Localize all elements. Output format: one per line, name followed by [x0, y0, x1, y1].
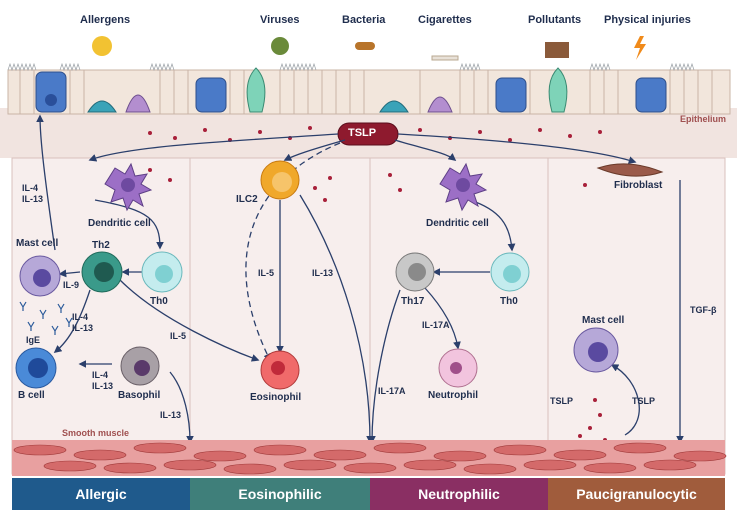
trigger-allergens: Allergens [80, 14, 131, 26]
label-ige: IgE [26, 335, 41, 345]
band-neutrophilic-label: Neutrophilic [418, 486, 500, 502]
smooth-muscle-label: Smooth muscle [62, 428, 130, 438]
epithelial-layer [7, 62, 731, 115]
cells [15, 160, 664, 390]
label-dendritic-cell-1: Dendritic cell [88, 218, 151, 229]
label-mast-cell-1: Mast cell [16, 238, 59, 249]
label-il17a-b: IL-17A [378, 386, 406, 396]
band-neutrophilic: Neutrophilic [370, 478, 548, 510]
label-neutrophil: Neutrophil [428, 390, 478, 401]
label-fibroblast: Fibroblast [614, 180, 663, 191]
label-il4-il13-basophil: IL-4 IL-13 [92, 370, 114, 391]
trigger-bacteria: Bacteria [342, 14, 386, 26]
panel-allergic [11, 157, 191, 475]
label-mast-cell-2: Mast cell [582, 315, 625, 326]
label-th2: Th2 [92, 240, 110, 251]
band-allergic-label: Allergic [75, 486, 127, 502]
ige-antibodies [19, 301, 73, 335]
panel-paucigranulocytic [547, 157, 726, 475]
label-il13-basophil: IL-13 [160, 410, 182, 420]
label-il13-ilc2: IL-13 [312, 268, 334, 278]
label-th17: Th17 [401, 296, 425, 307]
label-il4-il13-top: IL-4 IL-13 [22, 183, 44, 204]
label-eosinophil: Eosinophil [250, 392, 302, 403]
tslp-label: TSLP [348, 127, 377, 139]
fibroblast-cell [596, 163, 664, 177]
epithelium-label: Epithelium [680, 114, 727, 124]
trigger-physical-injuries: Physical injuries [604, 14, 691, 26]
smooth-muscle-layer [12, 440, 727, 476]
label-basophil: Basophil [118, 390, 161, 401]
band-paucigranulocytic: Paucigranulocytic [548, 478, 725, 510]
label-th0-2: Th0 [500, 296, 518, 307]
trigger-pollutants: Pollutants [528, 14, 582, 26]
label-il5-ilc2: IL-5 [258, 268, 275, 278]
band-eosinophilic: Eosinophilic [190, 478, 370, 510]
tslp-dots [148, 126, 607, 442]
lightning-icon [634, 36, 646, 60]
trigger-viruses: Viruses [260, 14, 300, 26]
allergen-icon [92, 36, 112, 56]
virus-icon [271, 37, 289, 55]
trigger-cigarettes: Cigarettes [418, 14, 472, 26]
band-allergic: Allergic [12, 478, 190, 510]
label-dendritic-cell-2: Dendritic cell [426, 218, 489, 229]
label-b-cell: B cell [18, 390, 45, 401]
cigarette-icon [431, 55, 459, 61]
label-ilc2: ILC2 [236, 194, 258, 205]
label-tslp-a: TSLP [550, 396, 574, 406]
label-tslp-b: TSLP [632, 396, 656, 406]
label-tgfb: TGF-β [690, 305, 717, 315]
label-il17a-a: IL-17A [422, 320, 450, 330]
label-il5-th2: IL-5 [170, 331, 187, 341]
panel-neutrophilic [369, 157, 549, 475]
band-paucigranulocytic-label: Paucigranulocytic [576, 486, 697, 502]
bacteria-icon [355, 42, 375, 50]
band-eosinophilic-label: Eosinophilic [238, 486, 322, 502]
factory-icon [545, 42, 569, 58]
label-il9: IL-9 [63, 280, 80, 290]
label-th0-1: Th0 [150, 296, 168, 307]
label-il4-il13-mid: IL-4 IL-13 [72, 312, 94, 333]
